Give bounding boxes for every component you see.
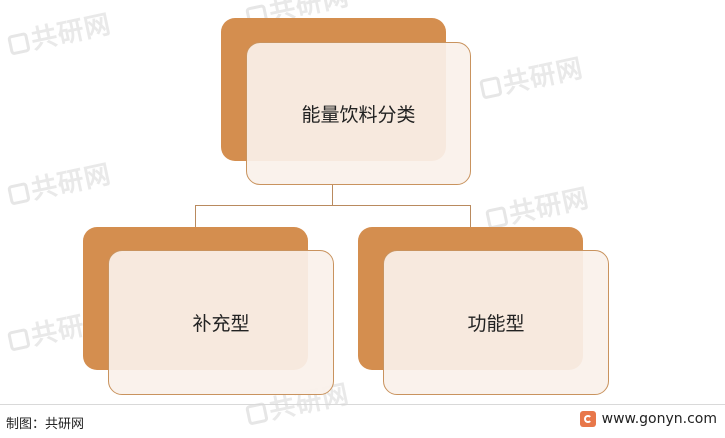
root-node-box: 能量饮料分类 (246, 42, 471, 185)
watermark-text: 共研网 (28, 9, 114, 56)
watermark-logo-icon (7, 31, 31, 56)
child-node-supplement: 补充型 (83, 227, 334, 395)
watermark-text: 共研网 (28, 159, 114, 206)
footer-source: 制图：共研网 (6, 417, 85, 432)
watermark-text: 共研网 (500, 53, 586, 100)
root-node: 能量饮料分类 (221, 18, 471, 186)
child-node-supplement-label: 补充型 (192, 313, 250, 335)
watermark: 共研网 (6, 159, 114, 208)
watermark: 共研网 (484, 183, 592, 232)
child-node-functional-label: 功能型 (467, 313, 525, 335)
connector-horizontal (195, 205, 470, 206)
footer-website[interactable]: www.gonyn.com (601, 411, 717, 427)
watermark: 共研网 (6, 9, 114, 58)
connector-root-down (332, 184, 333, 206)
watermark-logo-icon (7, 181, 31, 206)
watermark-logo-icon (245, 401, 269, 426)
gonyn-logo-icon (579, 411, 596, 427)
root-node-label: 能量饮料分类 (301, 104, 416, 126)
footer-website-block: www.gonyn.com (579, 411, 717, 427)
watermark-text: 共研网 (506, 183, 592, 230)
watermark-logo-icon (7, 327, 31, 352)
child-node-functional-box: 功能型 (383, 250, 609, 395)
child-node-functional: 功能型 (358, 227, 609, 395)
child-node-supplement-box: 补充型 (108, 250, 334, 395)
footer-divider (0, 404, 725, 405)
watermark-logo-icon (479, 75, 503, 100)
watermark: 共研网 (478, 53, 586, 102)
